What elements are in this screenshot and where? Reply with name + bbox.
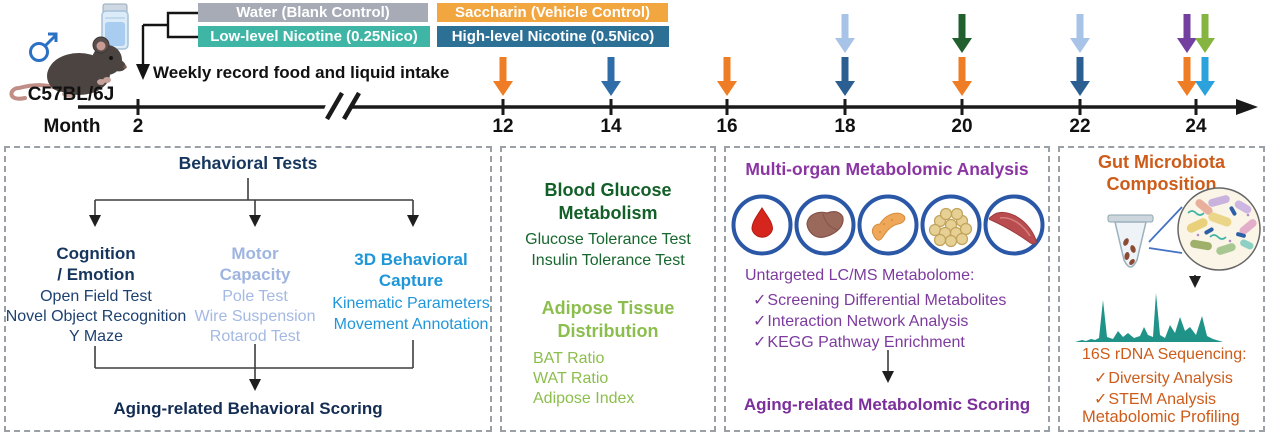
panel-behavioral-tests	[4, 146, 492, 432]
timeline-event-arrow	[601, 57, 621, 96]
subject-illustration	[9, 3, 129, 101]
liver-icon	[806, 211, 844, 238]
adipose-tissue-title: Adipose Tissue Distribution	[541, 298, 675, 341]
metabolomic-title: Multi-organ Metabolomic Analysis	[745, 159, 1029, 179]
panel-microbiota	[1058, 146, 1265, 432]
behavioral-branch-lines	[89, 178, 419, 391]
cognition-emotion-items: Open Field Test Novel Object Recognition…	[5, 288, 187, 345]
weekly-note: Weekly record food and liquid intake	[153, 63, 450, 82]
organ-icons-row	[731, 194, 1045, 256]
adipose-tissue-icon	[928, 207, 973, 248]
month-axis-label: Month	[43, 116, 101, 137]
chromatogram-icon	[1075, 293, 1223, 342]
check-icon: ✓	[1094, 370, 1108, 387]
month-label: 24	[1185, 116, 1207, 137]
month-label: 16	[716, 116, 738, 137]
check-icon: ✓	[753, 334, 767, 351]
timeline-event-arrow	[1070, 57, 1090, 96]
legend-water: Water (Blank Control)	[198, 3, 428, 22]
panel-glucose-adipose	[500, 146, 716, 432]
check-icon: ✓	[753, 292, 767, 309]
blood-glucose-items: Glucose Tolerance Test Insulin Tolerance…	[525, 231, 691, 269]
blood-drop-icon	[751, 207, 774, 238]
timeline-event-arrow	[493, 57, 513, 96]
legend-low-nicotine: Low-level Nicotine (0.25Nico)	[198, 26, 430, 47]
motor-capacity-items: Pole Test Wire Suspension Rotarod Test	[194, 288, 316, 345]
panel-metabolomic	[724, 146, 1050, 432]
strain-label: C57BL/6J	[27, 84, 115, 105]
check-icon: ✓	[1094, 391, 1108, 408]
metabolomic-profiling-footer: Metabolomic Profiling	[1082, 408, 1240, 426]
metabolomic-flow-arrow	[882, 350, 894, 383]
microbiota-checklist: ✓Diversity Analysis ✓STEM Analysis	[1094, 370, 1233, 408]
3d-capture-items: Kinematic Parameters Movement Annotation	[332, 295, 490, 333]
cognition-emotion-heading: Cognition / Emotion	[56, 244, 136, 284]
microbiota-illustration	[1075, 187, 1261, 342]
timeline-event-arrow	[1195, 57, 1215, 96]
male-symbol-icon	[29, 32, 58, 62]
month-label: 14	[600, 116, 622, 137]
metabolomic-scoring-footer: Aging-related Metabolomic Scoring	[743, 395, 1031, 414]
axis-break-icon	[319, 91, 361, 121]
timeline-event-arrow	[952, 14, 972, 53]
timeline-axis	[78, 11, 1258, 121]
timeline-event-arrow	[835, 14, 855, 53]
month-label: 12	[492, 116, 514, 137]
weekly-arrowhead-icon	[136, 64, 150, 80]
axis-arrowhead-icon	[1236, 99, 1258, 115]
check-icon: ✓	[753, 313, 767, 330]
month-label: 22	[1069, 116, 1091, 137]
sequencing-subtitle: 16S rDNA Sequencing:	[1082, 346, 1247, 363]
sample-tube-icon	[1107, 214, 1154, 268]
month-label: 18	[834, 116, 856, 137]
legend-high-nicotine: High-level Nicotine (0.5Nico)	[437, 26, 669, 47]
timeline-event-arrow	[1177, 14, 1197, 53]
timeline-event-arrow	[717, 57, 737, 96]
3d-capture-heading: 3D Behavioral Capture	[354, 250, 468, 290]
blood-glucose-title: Blood Glucose Metabolism	[544, 180, 672, 223]
timeline-event-arrow	[952, 57, 972, 96]
legend-bracket	[141, 11, 198, 66]
muscle-icon	[988, 211, 1037, 245]
behavioral-scoring-footer: Aging-related Behavioral Scoring	[113, 399, 383, 418]
timeline-event-arrow	[1070, 14, 1090, 53]
bacteria-circle-icon	[1177, 187, 1261, 271]
timeline-event-arrow	[1195, 14, 1215, 53]
lcms-subtitle: Untargeted LC/MS Metabolome:	[745, 267, 975, 284]
timeline-event-arrow	[835, 57, 855, 96]
month-label: 20	[951, 116, 973, 137]
pancreas-icon	[871, 212, 906, 241]
timeline-event-arrow	[1177, 57, 1197, 96]
behavioral-tests-title: Behavioral Tests	[178, 153, 318, 173]
legend-saccharin: Saccharin (Vehicle Control)	[437, 3, 668, 22]
month-label: 2	[132, 116, 144, 137]
microbiota-title: Gut Microbiota Composition	[1098, 152, 1225, 194]
motor-capacity-heading: Motor Capacity	[219, 244, 291, 284]
mouse-icon	[9, 36, 127, 101]
metabolomic-checklist: ✓Screening Differential Metabolites ✓Int…	[753, 292, 1007, 351]
adipose-tissue-items: BAT Ratio WAT Ratio Adipose Index	[533, 350, 635, 407]
